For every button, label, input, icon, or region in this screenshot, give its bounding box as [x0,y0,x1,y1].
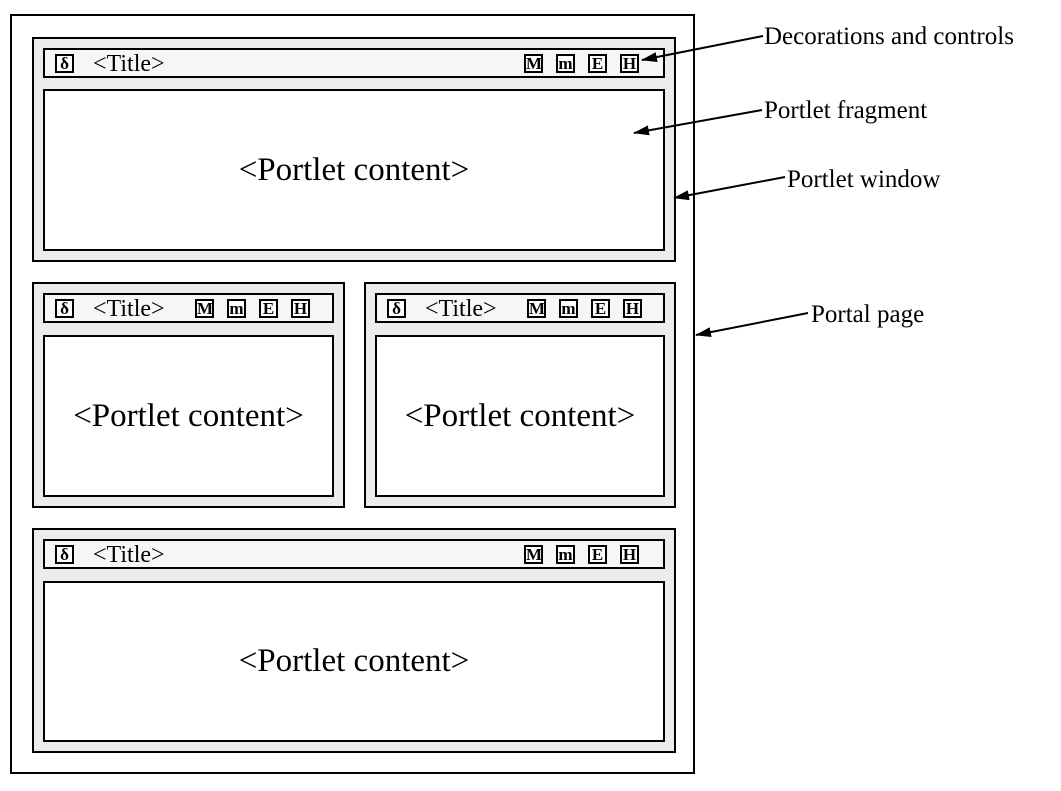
portlet-icon: δ [55,299,74,318]
portlet-content: <Portlet content> [238,643,470,679]
label-portlet-window: Portlet window [787,166,941,193]
portlet-content: <Portlet content> [238,151,470,188]
edit-button[interactable]: E [588,545,607,564]
minimize-button[interactable]: m [556,54,575,73]
portlet-fragment: <Portlet content> [375,335,665,497]
portlet-title-bar: δ <Title> M m E H [375,293,665,323]
portlet-content: <Portlet content> [404,397,636,434]
portlet-title: <Title> [93,51,165,77]
portlet-title-bar: δ <Title> M m E H [43,539,665,569]
portlet-fragment: <Portlet content> [43,89,665,251]
fragment-arrow [633,109,763,136]
minimize-button[interactable]: m [227,299,246,318]
portlet-fragment: <Portlet content> [43,335,334,497]
label-portal-page: Portal page [811,301,925,328]
maximize-button[interactable]: M [527,299,546,318]
decorations-arrow [641,35,764,62]
portlet-title: <Title> [93,542,165,568]
portlet-title: <Title> [425,296,497,322]
portlet-window: δ <Title> M m E H <Portlet content> [364,282,676,508]
help-button[interactable]: H [291,299,310,318]
portlet-content: <Portlet content> [73,397,304,434]
portlet-fragment: <Portlet content> [43,581,665,742]
portlet-window: δ <Title> M m E H <Portlet content> [32,37,676,262]
page-arrow [695,312,809,338]
help-button[interactable]: H [623,299,642,318]
portlet-title: <Title> [93,296,165,322]
portlet-window: δ <Title> M m E H <Portlet content> [32,282,345,508]
portlet-icon: δ [55,545,74,564]
help-button[interactable]: H [620,54,639,73]
portlet-icon: δ [387,299,406,318]
maximize-button[interactable]: M [524,545,543,564]
maximize-button[interactable]: M [195,299,214,318]
edit-button[interactable]: E [259,299,278,318]
edit-button[interactable]: E [591,299,610,318]
minimize-button[interactable]: m [556,545,575,564]
portlet-title-bar: δ <Title> M m E H [43,48,665,78]
label-portlet-fragment: Portlet fragment [764,97,928,124]
portlet-title-bar: δ <Title> M m E H [43,293,334,323]
label-decorations-and-controls: Decorations and controls [764,23,1014,50]
window-arrow [673,176,786,201]
minimize-button[interactable]: m [559,299,578,318]
portlet-window: δ <Title> M m E H <Portlet content> [32,528,676,753]
edit-button[interactable]: E [588,54,607,73]
help-button[interactable]: H [620,545,639,564]
maximize-button[interactable]: M [524,54,543,73]
portlet-icon: δ [55,54,74,73]
